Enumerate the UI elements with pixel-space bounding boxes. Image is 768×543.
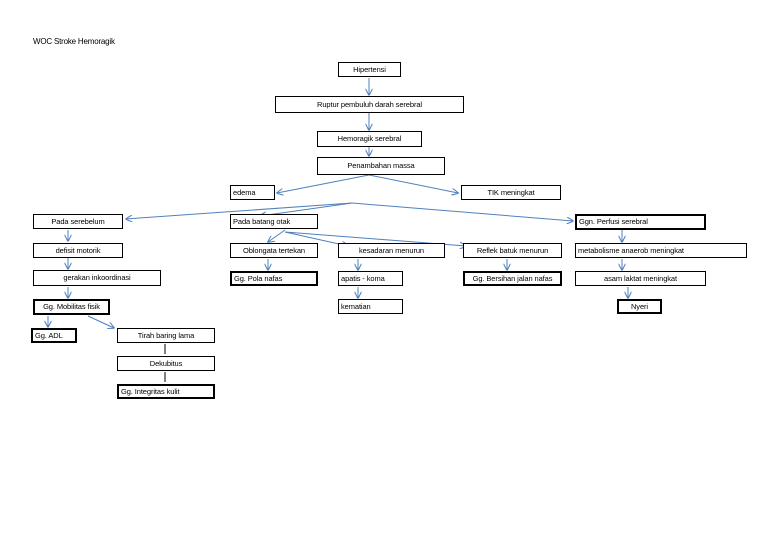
node-tirah-baring-lama: Tirah baring lama [117, 328, 215, 343]
node-nyeri: Nyeri [617, 299, 662, 314]
arrow-tik-ggn-perfusi [351, 202, 573, 221]
node-ggn-perfusi-serebral: Ggn. Perfusi serebral [575, 214, 706, 230]
node-hemoragik-serebral: Hemoragik serebral [317, 131, 422, 147]
node-apatis-koma: apatis - koma [338, 271, 403, 286]
node-dekubitus: Dekubitus [117, 356, 215, 371]
node-kematian: kematian [338, 299, 403, 314]
node-penambahan-massa: Penambahan massa [317, 157, 445, 175]
node-ruptur-pembuluh-darah: Ruptur pembuluh darah serebral [275, 96, 464, 113]
arrow-edema-batang-otak [260, 202, 353, 216]
arrow-edema-serebelum [126, 202, 353, 219]
node-reflek-batuk-menurun: Reflek batuk menurun [463, 243, 562, 258]
node-pada-serebelum: Pada serebelum [33, 214, 123, 229]
node-gerakan-inkoordinasi: gerakan inkoordinasi [33, 270, 161, 286]
node-tik-meningkat: TIK meningkat [461, 185, 561, 200]
arrow-batang-oblongata [268, 229, 286, 242]
arrow-batang-kesadaran [284, 231, 348, 246]
node-pada-batang-otak: Pada batang otak [230, 214, 318, 229]
node-metabolisme-anaerob: metabolisme anaerob meningkat [575, 243, 747, 258]
node-gg-mobilitas-fisik: Gg. Mobilitas fisik [33, 299, 110, 315]
node-gg-pola-nafas: Gg. Pola nafas [230, 271, 318, 286]
node-kesadaran-menurun: kesadaran menurun [338, 243, 445, 258]
node-oblongata-tertekan: Oblongata tertekan [230, 243, 318, 258]
node-edema: edema [230, 185, 275, 200]
arrow-penambahan-edema [277, 174, 370, 193]
node-defisit-motorik: defisit motorik [33, 243, 123, 258]
node-hipertensi: Hipertensi [338, 62, 401, 77]
arrow-penambahan-tik [368, 174, 458, 193]
node-gg-integritas-kulit: Gg. Integritas kulit [117, 384, 215, 399]
node-gg-adl: Gg. ADL [31, 328, 77, 343]
arrow-mobilitas-tirah [87, 315, 114, 328]
page-title: WOC Stroke Hemoragik [33, 37, 115, 46]
node-gg-bersihan-jalan-nafas: Gg. Bersihan jalan nafas [463, 271, 562, 286]
node-asam-laktat-meningkat: asam laktat meningkat [575, 271, 706, 286]
